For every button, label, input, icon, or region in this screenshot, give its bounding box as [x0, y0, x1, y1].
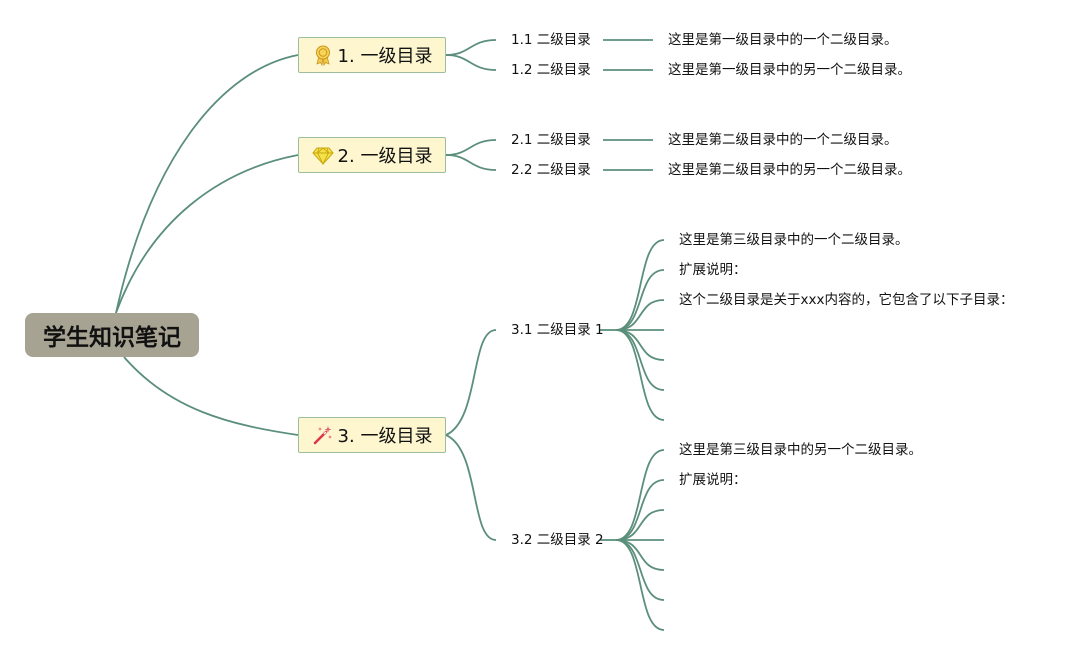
fan-link-3-2-1: [615, 449, 665, 541]
link-3-1: [445, 329, 497, 436]
fan-link-3-1-7: [615, 329, 665, 421]
fan-link-3-1-5: [615, 329, 665, 361]
fan-link-3-2-7: [615, 539, 665, 631]
note-3-2-line-2[interactable]: 扩展说明：: [679, 472, 747, 488]
fan-link-3-2-5: [615, 539, 665, 571]
branch-label-1: 1. 一级目录: [337, 46, 433, 67]
link-1-1: [445, 39, 497, 56]
diamond-icon: [311, 144, 334, 166]
link-3-2: [445, 434, 497, 541]
link-root-branch-3: [123, 356, 299, 436]
note-3-1-line-3[interactable]: 这个二级目录是关于xxx内容的，它包含了以下子目录：: [679, 292, 1014, 308]
link-1-2: [445, 54, 497, 71]
link-2-1: [445, 139, 497, 156]
branch-node-2[interactable]: 2. 一级目录: [298, 137, 446, 173]
fan-link-3-1-2: [615, 269, 665, 331]
root-node[interactable]: 学生知识笔记: [25, 313, 199, 357]
sub-node-3-1[interactable]: 3.1 二级目录 1: [511, 322, 604, 338]
note-1-1[interactable]: 这里是第一级目录中的一个二级目录。: [668, 32, 898, 48]
sub-node-1-2[interactable]: 1.2 二级目录: [511, 62, 591, 78]
root-title: 学生知识笔记: [43, 325, 181, 351]
link-root-branch-2: [115, 154, 299, 314]
award-medal-icon: [312, 44, 334, 66]
link-2-2: [445, 154, 497, 171]
note-2-2[interactable]: 这里是第二级目录中的另一个二级目录。: [668, 162, 911, 178]
note-3-1-line-1[interactable]: 这里是第三级目录中的一个二级目录。: [679, 232, 909, 248]
sub-node-1-1[interactable]: 1.1 二级目录: [511, 32, 591, 48]
sub-node-3-2[interactable]: 3.2 二级目录 2: [511, 532, 604, 548]
fan-link-3-1-1: [615, 239, 665, 331]
fan-link-3-2-2: [615, 479, 665, 541]
note-3-1-line-2[interactable]: 扩展说明：: [679, 262, 747, 278]
fan-link-3-1-3: [615, 299, 665, 331]
branch-label-2: 2. 一级目录: [337, 146, 433, 167]
branch-label-3: 3. 一级目录: [337, 426, 433, 447]
note-2-1[interactable]: 这里是第二级目录中的一个二级目录。: [668, 132, 898, 148]
sub-node-2-2[interactable]: 2.2 二级目录: [511, 162, 591, 178]
magic-wand-icon: [312, 424, 334, 446]
branch-node-3[interactable]: 3. 一级目录: [298, 417, 446, 453]
branch-node-1[interactable]: 1. 一级目录: [298, 37, 446, 73]
note-3-2-line-1[interactable]: 这里是第三级目录中的另一个二级目录。: [679, 442, 922, 458]
sub-node-2-1[interactable]: 2.1 二级目录: [511, 132, 591, 148]
note-1-2[interactable]: 这里是第一级目录中的另一个二级目录。: [668, 62, 911, 78]
link-root-branch-1: [115, 54, 299, 314]
fan-link-3-2-3: [615, 509, 665, 541]
